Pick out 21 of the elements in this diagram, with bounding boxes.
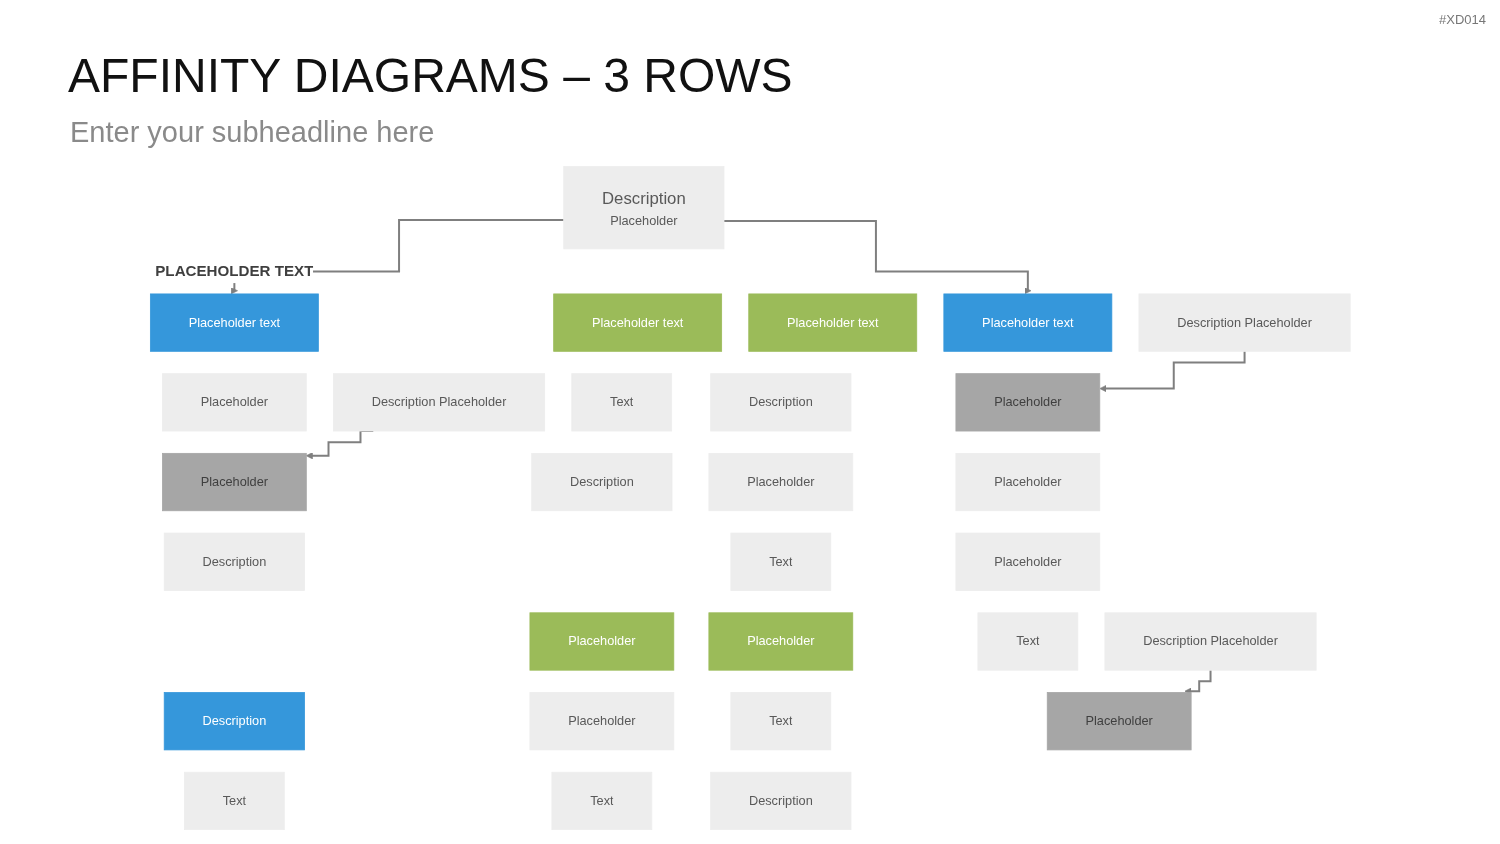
- arrow: [722, 219, 1032, 295]
- node-box: Description Placeholder: [1104, 612, 1317, 671]
- subtitle: Enter your subheadline here: [70, 116, 435, 149]
- node-box: Placeholder: [529, 612, 674, 671]
- node-box: Placeholder: [1046, 692, 1192, 751]
- node-box: Description Placeholder: [332, 373, 545, 432]
- node-box: Placeholder text: [748, 293, 917, 352]
- node-box: Placeholder text: [943, 293, 1112, 352]
- node-box: Placeholder: [955, 373, 1100, 432]
- node-box: Placeholder text: [553, 293, 722, 352]
- node-box: Description Placeholder: [563, 166, 725, 250]
- arrow: [1099, 350, 1246, 393]
- node-box: Placeholder: [708, 612, 853, 671]
- arrow: [1184, 669, 1212, 695]
- node-box: Description Placeholder: [1138, 293, 1351, 352]
- node-box: Description: [163, 692, 305, 751]
- edge-label: PLACEHOLDER TEXT: [154, 262, 314, 280]
- template-code: #XD014: [1439, 12, 1486, 27]
- node-box: Placeholder text: [149, 293, 319, 352]
- title: AFFINITY DIAGRAMS – 3 ROWS: [68, 50, 793, 103]
- node-box: Placeholder: [161, 452, 307, 512]
